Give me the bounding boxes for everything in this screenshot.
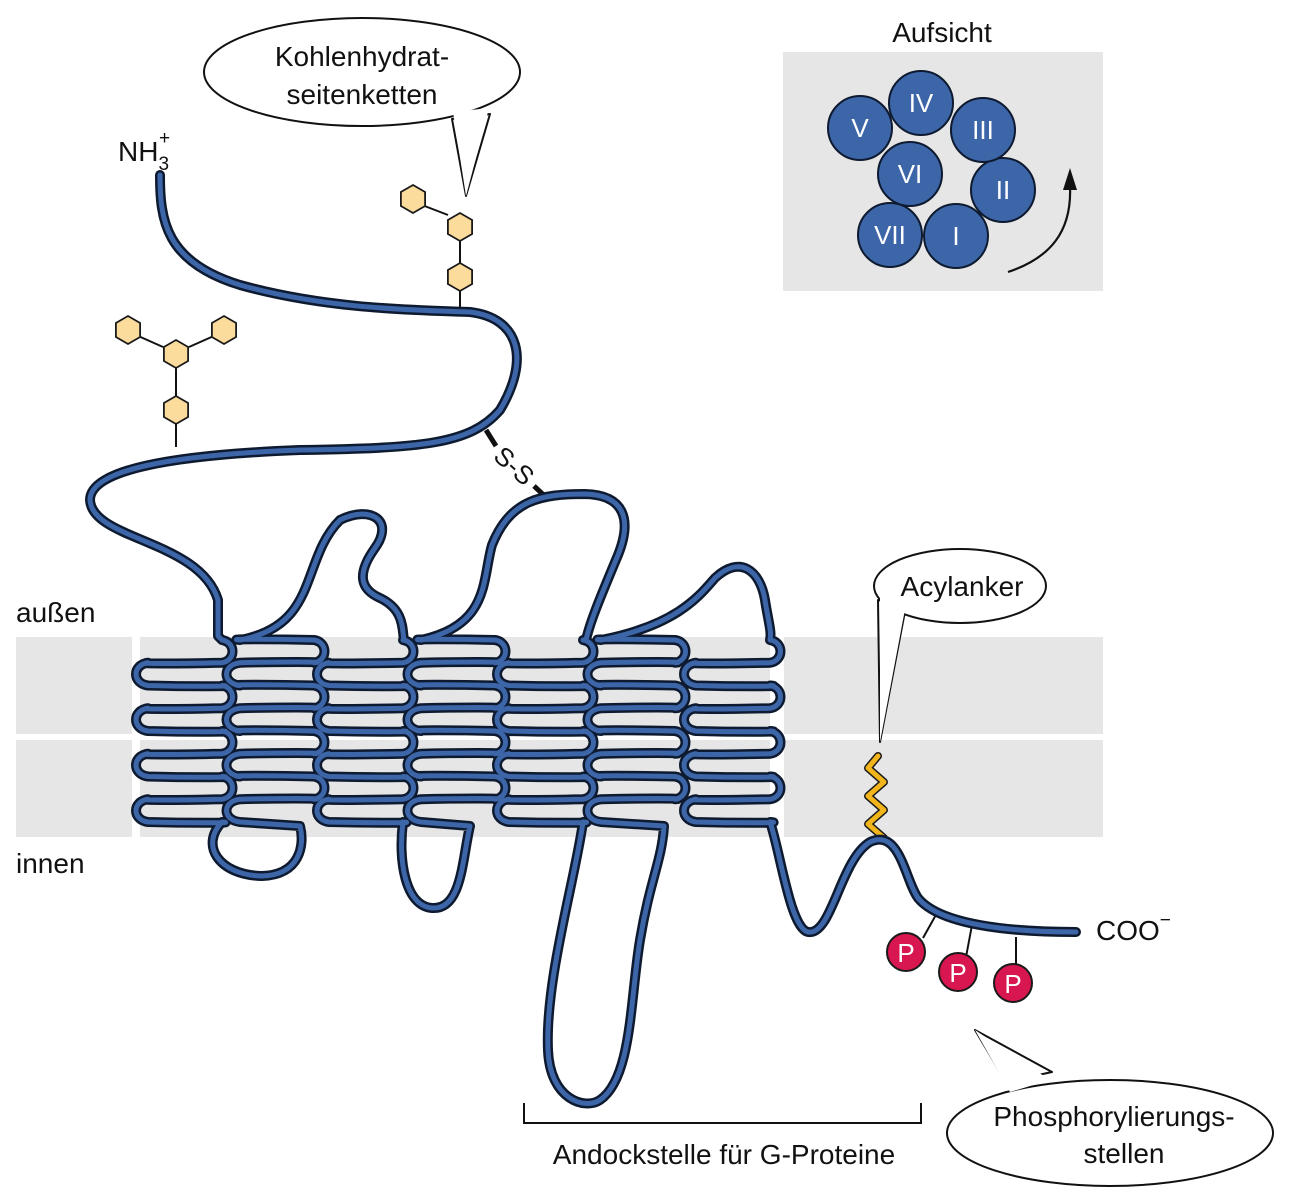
helix-disc: VI bbox=[877, 141, 943, 207]
membrane-inner-leaflet-right bbox=[784, 740, 1103, 837]
membrane-outer-leaflet-right bbox=[784, 637, 1103, 734]
helix-disc: II bbox=[970, 157, 1036, 223]
outside-label: außen bbox=[16, 597, 95, 628]
phosphate-label: P bbox=[897, 938, 914, 968]
phosphate-group: P bbox=[993, 963, 1033, 1003]
sugar-chain-upper bbox=[399, 184, 474, 309]
phosphate-stems bbox=[922, 912, 1017, 965]
phosphorylation-label-line2: stellen bbox=[1084, 1138, 1165, 1169]
phosphate-label: P bbox=[949, 958, 966, 988]
disulfide-label: S-S bbox=[488, 440, 540, 491]
helix-disc-label: I bbox=[952, 221, 959, 251]
docking-site-bracket: Andockstelle für G-Proteine bbox=[523, 1103, 922, 1170]
helix-disc: I bbox=[923, 203, 989, 269]
carbohydrate-label-line2: seitenketten bbox=[287, 79, 438, 110]
callout-phosphorylation: Phosphorylierungs- stellen bbox=[946, 1029, 1274, 1187]
disulfide-bridge: S-S bbox=[483, 428, 551, 502]
helix-disc-label: II bbox=[996, 175, 1010, 205]
sugar-ring-icon bbox=[210, 315, 238, 345]
helix-disc: VII bbox=[857, 202, 923, 268]
sugar-ring-icon bbox=[162, 339, 190, 369]
acyl-anchor-label: Acylanker bbox=[901, 571, 1024, 602]
helix-disc-label: VI bbox=[898, 159, 923, 189]
helix-disc-label: III bbox=[972, 115, 994, 145]
phosphorylation-label-line1: Phosphorylierungs- bbox=[993, 1101, 1234, 1132]
docking-site-label: Andockstelle für G-Proteine bbox=[553, 1139, 895, 1170]
phosphate-label: P bbox=[1004, 969, 1021, 999]
top-view-title: Aufsicht bbox=[892, 17, 992, 48]
membrane-inner-leaflet-left bbox=[16, 740, 132, 837]
sugar-ring-icon bbox=[162, 395, 190, 425]
helix-disc-label: V bbox=[851, 113, 869, 143]
callout-acyl: Acylanker bbox=[873, 548, 1047, 743]
n-terminus-label: NH3+ bbox=[118, 128, 170, 175]
c-terminus-label: COO− bbox=[1096, 910, 1171, 946]
carbohydrate-label-line1: Kohlenhydrat- bbox=[275, 41, 449, 72]
inside-label: innen bbox=[16, 848, 85, 879]
sugar-chain-lower bbox=[115, 315, 238, 447]
rotation-arrow-icon bbox=[1007, 185, 1072, 274]
sugar-ring-icon bbox=[446, 262, 474, 292]
sugar-ring-icon bbox=[115, 315, 142, 345]
phosphate-group: P bbox=[938, 952, 978, 992]
helix-disc: V bbox=[827, 95, 893, 161]
sugar-ring-icon bbox=[399, 184, 427, 214]
helix-disc: III bbox=[950, 97, 1016, 163]
phosphate-group: P bbox=[886, 932, 926, 972]
helix-disc-label: VII bbox=[874, 220, 906, 250]
callout-carbohydrate: Kohlenhydrat- seitenketten bbox=[203, 17, 521, 197]
helix-disc: IV bbox=[888, 70, 954, 136]
sugar-ring-icon bbox=[446, 212, 474, 242]
arrow-head-icon bbox=[1063, 168, 1077, 190]
helix-disc-label: IV bbox=[909, 88, 934, 118]
membrane-outer-leaflet-left bbox=[16, 637, 132, 734]
